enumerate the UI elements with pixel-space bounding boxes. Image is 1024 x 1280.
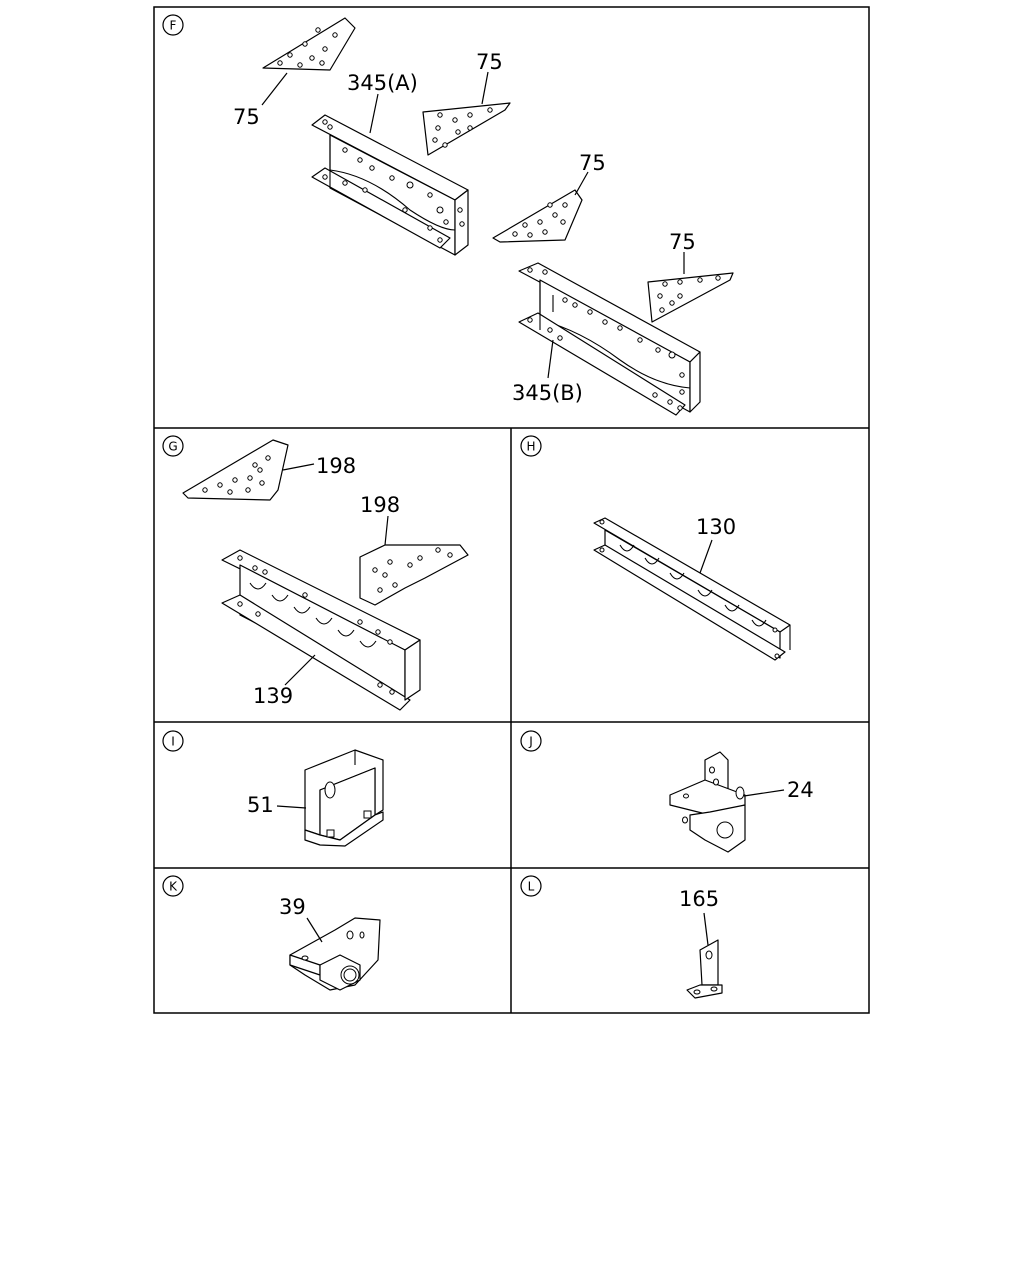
callout-165: 165 (679, 887, 719, 911)
callout-39: 39 (279, 895, 306, 919)
callout-198-b: 198 (360, 493, 400, 517)
section-marker-f: F (162, 14, 184, 36)
gusset-plate-75-c (492, 189, 583, 243)
section-g: G 198 198 (162, 435, 469, 711)
section-marker-k: K (162, 875, 184, 897)
section-h: H 130 (520, 435, 791, 661)
svg-text:L: L (528, 880, 535, 894)
plate-198-a (182, 439, 289, 501)
section-marker-g: G (162, 435, 184, 457)
diagram-frame (153, 6, 870, 1014)
section-marker-j: J (520, 730, 542, 752)
section-f: F 75 (162, 14, 734, 416)
plate-198-b (359, 544, 469, 606)
callout-345b: 345(B) (512, 381, 583, 405)
bracket-39 (289, 917, 381, 991)
section-marker-i: I (162, 730, 184, 752)
section-marker-l: L (520, 875, 542, 897)
callout-75-d: 75 (669, 230, 696, 254)
bracket-165 (686, 939, 723, 999)
svg-text:I: I (171, 735, 175, 749)
gusset-plate-75-d (647, 272, 734, 323)
section-marker-h: H (520, 435, 542, 457)
svg-text:G: G (168, 440, 177, 454)
svg-text:K: K (169, 880, 178, 894)
callout-75-c: 75 (579, 151, 606, 175)
svg-text:J: J (528, 735, 533, 749)
bracket-24 (669, 751, 746, 853)
callout-139: 139 (253, 684, 293, 708)
crossmember-345a (311, 114, 469, 256)
crossmember-130 (593, 517, 791, 661)
crossmember-345b (518, 262, 701, 416)
gusset-plate-75-a (262, 17, 356, 71)
section-l: L 165 (520, 875, 723, 999)
svg-text:H: H (526, 440, 535, 454)
callout-198-a: 198 (316, 454, 356, 478)
section-i: I 51 (162, 730, 384, 847)
callout-75-a: 75 (233, 105, 260, 129)
svg-text:F: F (170, 19, 177, 33)
section-k: K 39 (162, 875, 381, 991)
callout-345a: 345(A) (347, 71, 418, 95)
callout-75-b: 75 (476, 50, 503, 74)
section-j: J 24 (520, 730, 814, 853)
gusset-plate-75-b (422, 102, 511, 156)
callout-130: 130 (696, 515, 736, 539)
bracket-51 (304, 749, 384, 847)
callout-51: 51 (247, 793, 274, 817)
callout-24: 24 (787, 778, 814, 802)
crossmember-139 (221, 549, 421, 711)
